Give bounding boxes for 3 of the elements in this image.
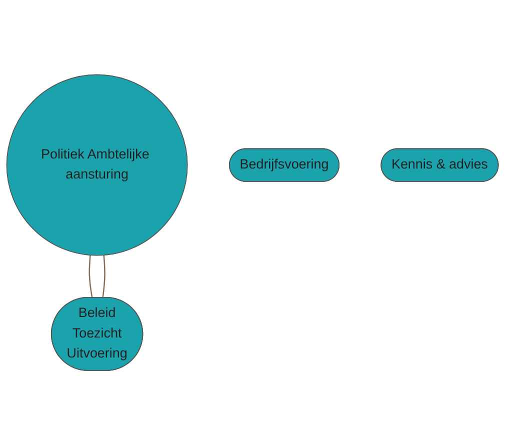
connector bbox=[102, 255, 106, 298]
connector bbox=[88, 255, 93, 298]
node-circle: Politiek Ambtelijke aansturing bbox=[6, 74, 188, 256]
